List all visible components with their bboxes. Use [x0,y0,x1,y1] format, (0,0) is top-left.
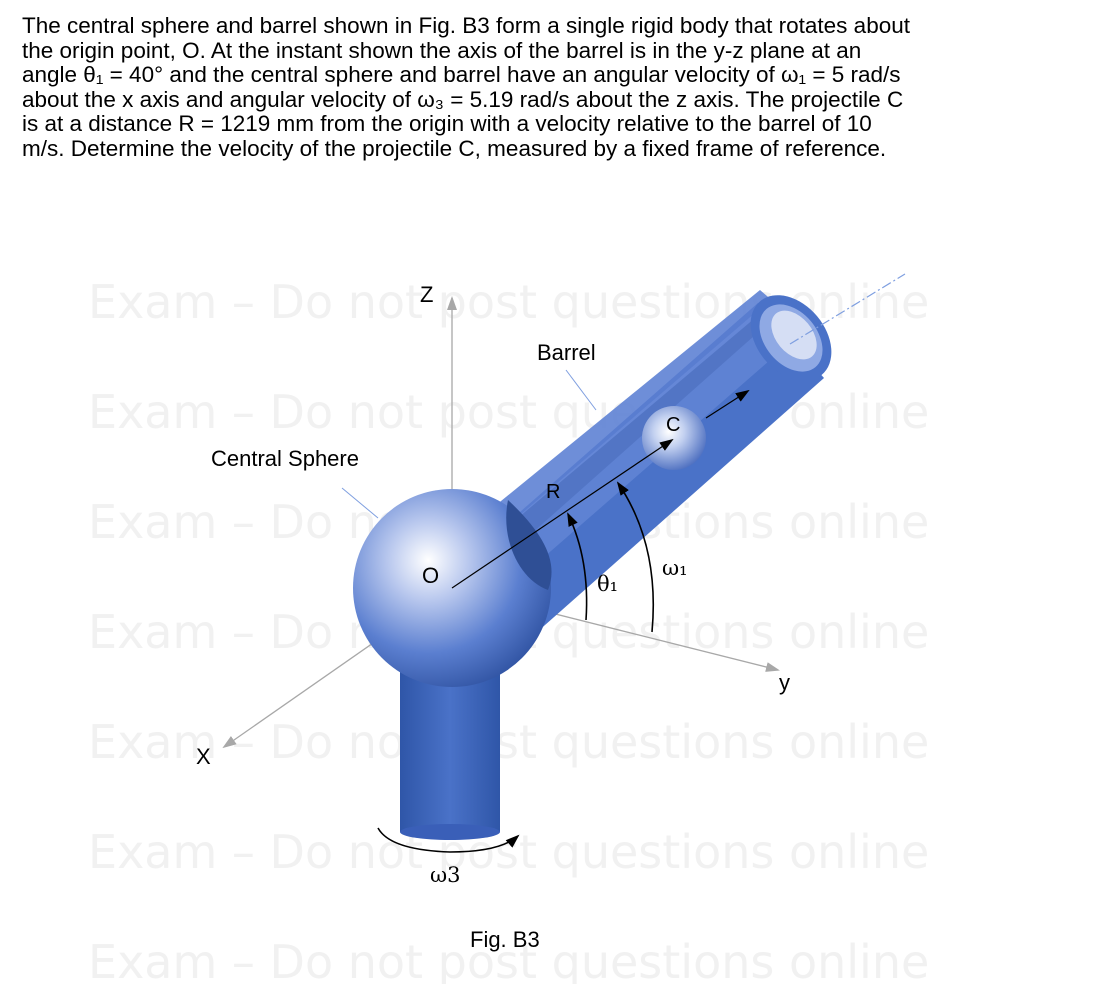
projectile-label: C [666,414,680,436]
problem-statement: The central sphere and barrel shown in F… [22,13,1082,162]
theta1-label: θ₁ [597,572,618,596]
barrel-tube [470,290,832,633]
barrel-label: Barrel [537,340,596,365]
origin-label: O [422,563,439,588]
watermark-text: Exam – Do not post questions online [88,715,929,769]
distance-label: R [546,481,560,503]
relative-velocity-arrow [705,389,750,419]
omega3-arc [377,827,520,853]
z-axis-label: Z [420,282,433,307]
problem-line: about the x axis and angular velocity of… [22,86,904,112]
central-sphere-label: Central Sphere [211,446,359,471]
barrel-opening [506,500,552,590]
omega1-label: ω₁ [662,556,688,580]
theta1-arc [567,512,588,621]
problem-line: The central sphere and barrel shown in F… [22,13,910,38]
omega3-label: ω3 [430,863,461,887]
position-vector-r [451,438,674,589]
projectile-c [642,406,706,470]
problem-line: is at a distance R = 1219 mm from the or… [22,111,872,137]
barrel-axis-line [789,273,906,345]
watermark-text: Exam – Do not post questions online [88,935,929,984]
problem-line: m/s. Determine the velocity of the proje… [22,135,887,161]
problem-line: the origin point, O. At the instant show… [22,37,862,63]
y-axis-label: y [779,670,790,695]
omega1-arc [616,481,655,633]
barrel-leader-line [565,369,597,411]
figure-caption: Fig. B3 [470,927,540,952]
problem-line: angle θ₁ = 40° and the central sphere an… [22,62,901,88]
x-axis-label: X [196,744,211,769]
watermark-text: Exam – Do not post questions online [88,825,929,879]
sphere-leader-line [341,487,379,519]
